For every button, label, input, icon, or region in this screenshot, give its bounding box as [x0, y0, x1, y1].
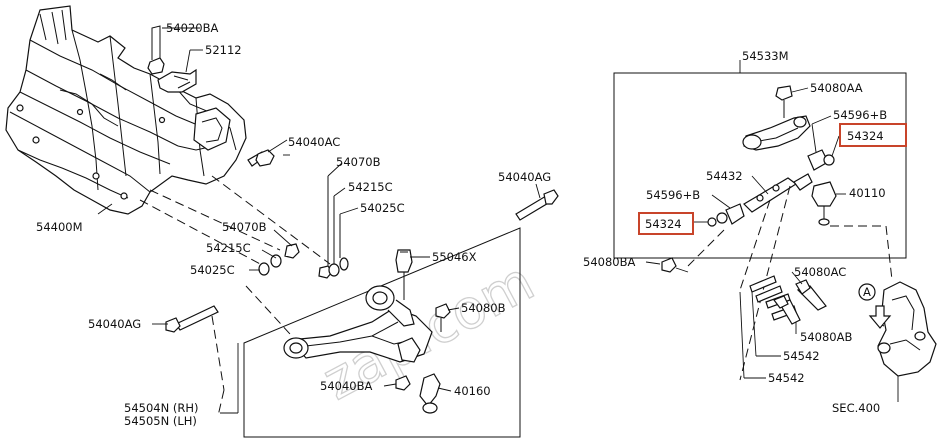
- label-54080AC[interactable]: 54080AC: [794, 265, 846, 279]
- label-40160[interactable]: 40160: [454, 384, 491, 398]
- label-54080B[interactable]: 54080B: [461, 301, 506, 315]
- bracket-52112-drawing: [157, 68, 197, 93]
- label-54040BA[interactable]: 54040BA: [320, 379, 372, 393]
- label-54025C-left[interactable]: 54025C: [190, 263, 235, 277]
- phantom-lines-member: [139, 175, 331, 267]
- label-40110[interactable]: 40110: [849, 186, 886, 200]
- bolt-54040AG-lower-drawing: [152, 305, 219, 333]
- highlight-boxes: [638, 123, 907, 235]
- label-54596B-upper[interactable]: 54596+B: [833, 108, 887, 122]
- label-54596B-lower[interactable]: 54596+B: [646, 188, 700, 202]
- suspension-member-drawing: [5, 5, 247, 215]
- label-54040AG-upper[interactable]: 54040AG: [498, 170, 551, 184]
- label-54400M[interactable]: 54400M: [36, 220, 83, 234]
- label-55046X[interactable]: 55046X: [432, 250, 477, 264]
- label-54020BA[interactable]: 54020BA: [166, 21, 218, 35]
- callout-labels: 54020BA 52112 54040AC 54400M 54070B 5421…: [36, 21, 887, 428]
- bolt-54080AB-drawing: [773, 295, 801, 334]
- label-54080AA[interactable]: 54080AA: [810, 81, 863, 95]
- upper-link-drawing: [707, 85, 837, 227]
- control-arm-box: [243, 227, 521, 438]
- label-52112[interactable]: 52112: [205, 43, 242, 57]
- label-54070B-left[interactable]: 54070B: [222, 220, 267, 234]
- label-54504N[interactable]: 54504N (RH): [124, 401, 198, 415]
- label-54542-lower[interactable]: 54542: [768, 371, 805, 385]
- label-54432[interactable]: 54432: [706, 169, 743, 183]
- label-54542-upper[interactable]: 54542: [783, 349, 820, 363]
- view-a-marker: [858, 283, 892, 329]
- leader-lines-upper: [692, 87, 846, 223]
- upper-link-box: [613, 60, 907, 259]
- label-54215C-middle[interactable]: 54215C: [348, 180, 393, 194]
- label-54070B-middle[interactable]: 54070B: [336, 155, 381, 169]
- bolt-54080AC-drawing: [791, 271, 827, 311]
- lower-control-arm-drawing: [283, 249, 451, 414]
- leader-lines-left: [97, 27, 290, 215]
- fastener-stack-middle: [318, 162, 359, 279]
- label-54080BA[interactable]: 54080BA: [583, 255, 635, 269]
- label-54025C-middle[interactable]: 54025C: [360, 201, 405, 215]
- label-54080AB[interactable]: 54080AB: [800, 330, 852, 344]
- leader-lines-arm: [220, 256, 460, 414]
- bolt-54040AG-upper-drawing: [515, 183, 559, 221]
- label-54533M[interactable]: 54533M: [742, 49, 789, 63]
- phantom-lines-arm: [211, 285, 291, 417]
- bolt-54040AC-drawing: [247, 149, 275, 167]
- label-sec-400[interactable]: SEC.400: [832, 401, 880, 415]
- fastener-stack-left: [249, 229, 300, 276]
- label-54040AC[interactable]: 54040AC: [288, 135, 340, 149]
- label-54324-lower[interactable]: 54324: [645, 217, 682, 231]
- label-54040AG-lower[interactable]: 54040AG: [88, 317, 141, 331]
- bolt-54080BA-drawing: [645, 257, 689, 273]
- bolt-54020BA-drawing: [147, 25, 165, 75]
- label-54505N[interactable]: 54505N (LH): [124, 414, 197, 428]
- label-view-a: A: [863, 285, 871, 299]
- label-54324-upper[interactable]: 54324: [847, 129, 884, 143]
- steering-knuckle-drawing: [875, 281, 937, 402]
- label-54215C-left[interactable]: 54215C: [206, 241, 251, 255]
